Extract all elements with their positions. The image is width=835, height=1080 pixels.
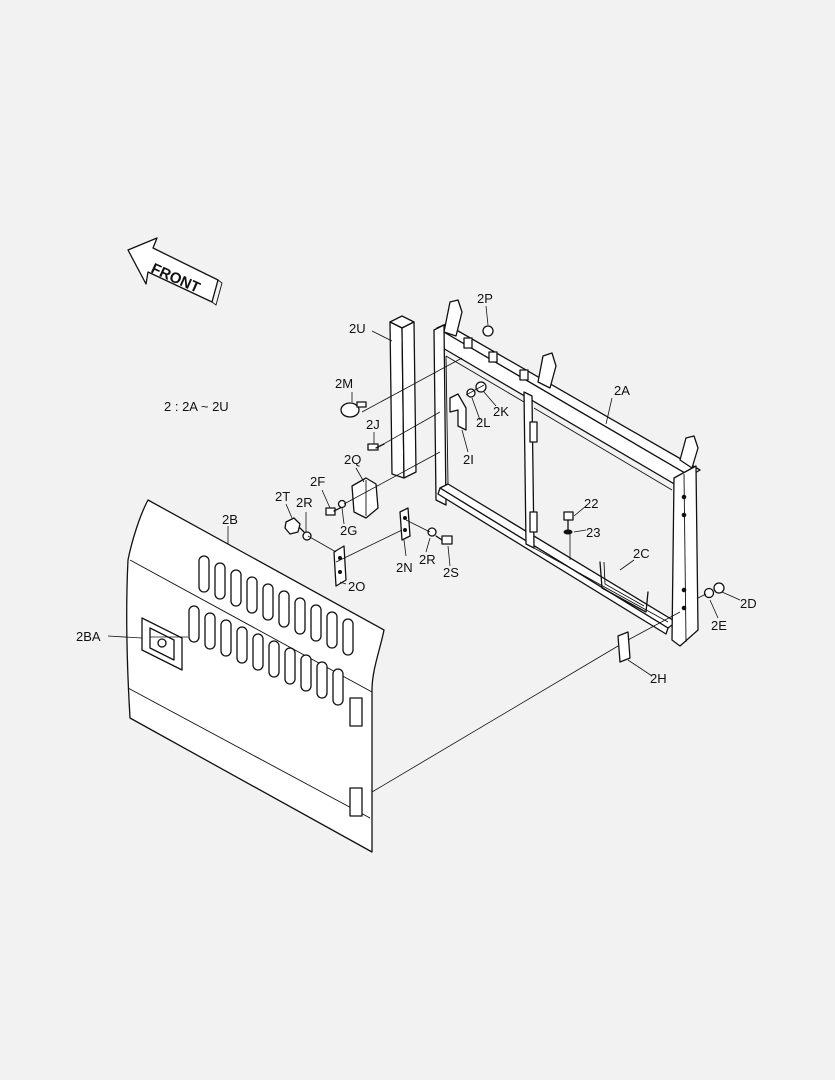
callout-2ba: 2BA [76,629,101,644]
seal-pad-2u [389,315,417,479]
callout-22: 22 [584,496,598,511]
callout-2e: 2E [711,618,727,633]
front-direction-arrow: FRONT [127,237,223,306]
small-parts [284,325,725,663]
callout-2q: 2Q [344,452,361,467]
callout-2k: 2K [493,404,509,419]
door-louvers [188,555,354,706]
door-panel-2b [126,499,385,853]
frame-2a [433,299,701,647]
callout-2u: 2U [349,321,366,336]
callout-2t: 2T [275,489,290,504]
callout-2o: 2O [348,579,365,594]
callout-23: 23 [586,525,600,540]
callout-2s: 2S [443,565,459,580]
callout-2r-left: 2R [296,495,313,510]
callout-leaders [107,305,741,677]
callout-2b: 2B [222,512,238,527]
callout-2i: 2I [463,452,474,467]
callout-2l: 2L [476,415,490,430]
callout-2g: 2G [340,523,357,538]
callout-2f: 2F [310,474,325,489]
callout-2a: 2A [614,383,630,398]
callout-2m: 2M [335,376,353,391]
callout-2c: 2C [633,546,650,561]
callout-2r-right: 2R [419,552,436,567]
assembly-note: 2 : 2A ~ 2U [164,399,229,414]
callout-2d: 2D [740,596,757,611]
callout-2h: 2H [650,671,667,686]
callout-labels: 2U 2M 2J 2P 2A 2K 2L 2I 2Q 2F 2G 2T 2R 2… [76,291,757,686]
assembly-lines [150,357,707,793]
callout-2n: 2N [396,560,413,575]
callout-2p: 2P [477,291,493,306]
callout-2j: 2J [366,417,380,432]
